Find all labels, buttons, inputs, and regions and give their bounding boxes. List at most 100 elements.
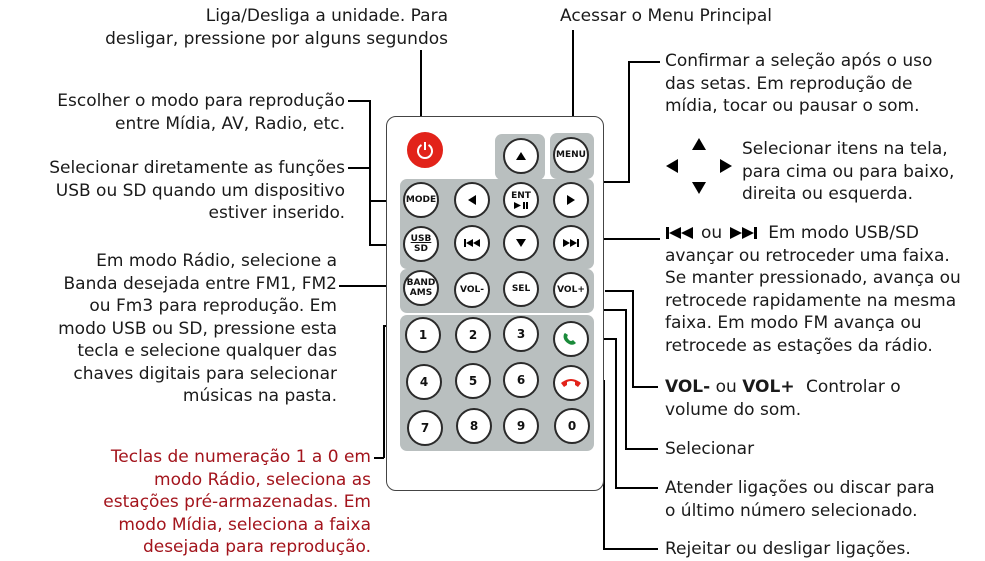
left-arrow-icon bbox=[468, 195, 476, 205]
callout-vol-or: ou bbox=[715, 377, 737, 397]
select-button[interactable]: SEL bbox=[503, 271, 539, 307]
enter-button[interactable]: ENT bbox=[503, 182, 539, 218]
right-arrow-icon bbox=[567, 195, 575, 205]
callout-numbers-line: modo Mídia, seleciona a faixa bbox=[118, 514, 371, 535]
mode-button[interactable]: MODE bbox=[403, 182, 439, 218]
leader-power bbox=[420, 50, 422, 128]
callout-arrows-line: direita ou esquerda. bbox=[742, 184, 914, 204]
callout-power-line: desligar, pressione por alguns segundos bbox=[105, 28, 448, 49]
leader-numbers bbox=[383, 325, 385, 458]
callout-enter-line: das setas. Em reprodução de bbox=[665, 73, 913, 94]
leader-call bbox=[592, 338, 616, 340]
leader-mode bbox=[369, 200, 399, 202]
leader-usbsd bbox=[369, 244, 399, 246]
up-arrow-icon bbox=[516, 152, 526, 160]
next-track-icon bbox=[730, 227, 758, 240]
number-2-button[interactable]: 2 bbox=[455, 317, 491, 353]
leader-skip bbox=[597, 238, 660, 240]
callout-call-line: o último número selecionado. bbox=[665, 500, 918, 521]
number-0-button[interactable]: 0 bbox=[554, 408, 590, 444]
number-3-button[interactable]: 3 bbox=[503, 316, 539, 352]
number-9-button[interactable]: 9 bbox=[503, 408, 539, 444]
number-5-button[interactable]: 5 bbox=[455, 363, 491, 399]
callout-skip-line: avançar ou retroceder uma faixa. bbox=[665, 245, 950, 266]
down-button[interactable] bbox=[503, 225, 539, 261]
previous-track-button[interactable] bbox=[454, 225, 490, 261]
next-track-button[interactable] bbox=[553, 225, 589, 261]
leader-usbsd bbox=[348, 167, 370, 169]
callout-mode-line: Escolher o modo para reprodução bbox=[57, 91, 345, 111]
play-pause-icon bbox=[514, 201, 528, 209]
ams-label: AMS bbox=[409, 288, 433, 298]
callout-skip-line: faixa. Em modo FM avança ou bbox=[665, 313, 922, 333]
callout-vol-plus-label: VOL+ bbox=[742, 377, 795, 397]
number-1-button[interactable]: 1 bbox=[405, 317, 441, 353]
callout-arrows-line: para cima ou para baixo, bbox=[742, 161, 955, 182]
band-label: BAND bbox=[406, 278, 436, 288]
left-button[interactable] bbox=[454, 182, 490, 218]
leader-usbsd bbox=[369, 167, 371, 245]
leader-enter bbox=[628, 61, 630, 182]
leader-band bbox=[339, 285, 399, 287]
number-4-button[interactable]: 4 bbox=[406, 364, 442, 400]
band-ams-button[interactable]: BAND AMS bbox=[403, 270, 439, 306]
direction-arrows-icon bbox=[666, 138, 732, 194]
callout-skip: ou Em modo USB/SD avançar ou retroceder … bbox=[665, 222, 961, 357]
number-8-button[interactable]: 8 bbox=[456, 408, 492, 444]
callout-numbers-line: Teclas de numeração 1 a 0 em bbox=[110, 447, 371, 467]
enter-label: ENT bbox=[511, 190, 531, 201]
sd-label: SD bbox=[414, 244, 428, 254]
leader-sel bbox=[625, 309, 627, 449]
callout-usbsd-line: USB ou SD quando um dispositivo bbox=[55, 180, 345, 201]
volume-down-button[interactable]: VOL- bbox=[454, 272, 490, 308]
callout-volume-line: volume do som. bbox=[665, 399, 802, 420]
callout-call: Atender ligações ou discar para o último… bbox=[665, 477, 935, 522]
hangup-button[interactable] bbox=[553, 365, 589, 401]
callout-mode-line: entre Mídia, AV, Radio, etc. bbox=[115, 113, 345, 134]
callout-skip-line: Se manter pressionado, avança ou bbox=[665, 268, 961, 288]
power-button[interactable] bbox=[407, 132, 443, 168]
leader-call bbox=[615, 338, 617, 488]
call-phone-icon bbox=[563, 333, 576, 345]
right-button[interactable] bbox=[553, 182, 589, 218]
callout-call-line: Atender ligações ou discar para bbox=[665, 478, 935, 498]
leader-mode bbox=[348, 100, 370, 102]
power-icon bbox=[417, 142, 433, 159]
callout-power-line: Liga/Desliga a unidade. Para bbox=[205, 6, 448, 26]
leader-enter bbox=[628, 61, 660, 63]
callout-band: Em modo Rádio, selecione a Banda desejad… bbox=[58, 250, 337, 408]
number-6-button[interactable]: 6 bbox=[503, 362, 539, 398]
callout-sel: Selecionar bbox=[665, 439, 755, 459]
leader-volume bbox=[632, 290, 634, 387]
next-track-icon bbox=[563, 239, 579, 247]
previous-track-icon bbox=[464, 239, 480, 247]
callout-skip-line: retrocede as estações da rádio. bbox=[665, 335, 933, 356]
callout-numbers-line: desejada para reprodução. bbox=[142, 537, 371, 557]
usb-sd-button[interactable]: USB SD bbox=[403, 226, 439, 262]
callout-usbsd-line: estiver inserido. bbox=[208, 203, 345, 223]
volume-up-button[interactable]: VOL+ bbox=[553, 272, 589, 308]
up-button[interactable] bbox=[503, 138, 539, 174]
callout-menu: Acessar o Menu Principal bbox=[560, 6, 772, 26]
call-button[interactable] bbox=[553, 321, 589, 357]
callout-power: Liga/Desliga a unidade. Para desligar, p… bbox=[105, 5, 448, 50]
leader-numbers bbox=[374, 457, 384, 459]
leader-call bbox=[615, 487, 658, 489]
usb-label: USB bbox=[410, 234, 432, 244]
callout-usbsd-line: Selecionar diretamente as funções bbox=[49, 158, 345, 178]
callout-enter: Confirmar a seleção após o uso das setas… bbox=[665, 50, 932, 118]
leader-volume bbox=[605, 290, 633, 292]
menu-button[interactable]: MENU bbox=[553, 137, 589, 173]
callout-enter-line: mídia, tocar ou pausar o som. bbox=[665, 96, 920, 116]
callout-skip-or: ou bbox=[701, 223, 723, 243]
callout-mode: Escolher o modo para reprodução entre Mí… bbox=[57, 90, 345, 135]
callout-band-line: músicas na pasta. bbox=[182, 386, 337, 406]
callout-vol-minus-label: VOL- bbox=[665, 377, 711, 397]
callout-numbers-line: estações pré-armazenadas. Em bbox=[103, 492, 371, 512]
callout-vol-tail: Controlar o bbox=[806, 377, 901, 397]
leader-volume bbox=[632, 386, 658, 388]
number-7-button[interactable]: 7 bbox=[407, 410, 443, 446]
callout-volume-first-line: VOL- ou VOL+ Controlar o bbox=[665, 376, 901, 399]
callout-numbers-line: modo Rádio, seleciona as bbox=[154, 469, 371, 490]
callout-usbsd: Selecionar diretamente as funções USB ou… bbox=[49, 157, 345, 225]
